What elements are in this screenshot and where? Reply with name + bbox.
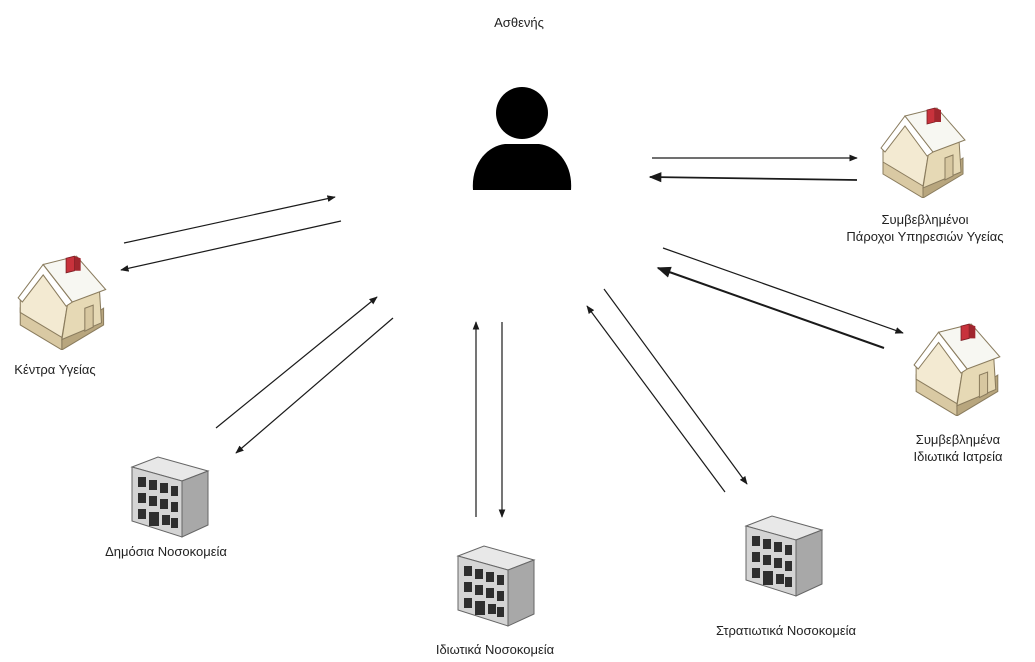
arrow-from-private-clinics (656, 266, 885, 349)
military-hospitals-label-line-1: Στρατιωτικά Νοσοκομεία (715, 623, 857, 638)
building-icon (456, 545, 536, 627)
health-centers-label: Κέντρα Υγείας (14, 361, 95, 378)
private-clinics-label-line-1: Συμβεβλημένα (915, 432, 1001, 447)
private-hospitals-label: Ιδιωτικά Νοσοκομεία (436, 641, 554, 658)
providers-label-line-2: Πάροχοι Υπηρεσιών Υγείας (846, 229, 1004, 244)
providers-label-line-1: Συμβεβλημένοι (881, 212, 969, 227)
house-icon (17, 255, 107, 350)
house-icon (913, 323, 1001, 416)
private-clinics-label-line-2: Ιδιωτικά Ιατρεία (913, 449, 1003, 464)
arrow-to-health-centers (120, 220, 342, 272)
arrow-from-providers (648, 172, 858, 183)
military-hospitals-label: Στρατιωτικά Νοσοκομεία (716, 622, 856, 639)
building-icon (130, 456, 210, 538)
arrow-to-military-hospitals (603, 288, 748, 485)
health-centers-label-line-1: Κέντρα Υγείας (14, 362, 96, 377)
building-icon (744, 515, 824, 597)
private-hospitals-label-line-1: Ιδιωτικά Νοσοκομεία (435, 642, 555, 657)
arrow-from-military-hospitals (586, 305, 726, 493)
center-label: Ασθενής (494, 15, 544, 30)
house-icon (880, 107, 966, 198)
arrow-to-private-clinics (662, 247, 904, 334)
arrow-from-public-hospitals (215, 296, 378, 429)
public-hospitals-label-line-1: Δημόσια Νοσοκομεία (105, 544, 227, 559)
private-clinics-label: Συμβεβλημένα Ιδιωτικά Ιατρεία (913, 431, 1002, 465)
arrow-from-health-centers (123, 195, 336, 244)
arrow-to-public-hospitals (235, 317, 394, 454)
person-icon (472, 87, 572, 190)
providers-label: Συμβεβλημένοι Πάροχοι Υπηρεσιών Υγείας (846, 211, 1003, 245)
public-hospitals-label: Δημόσια Νοσοκομεία (105, 543, 227, 560)
